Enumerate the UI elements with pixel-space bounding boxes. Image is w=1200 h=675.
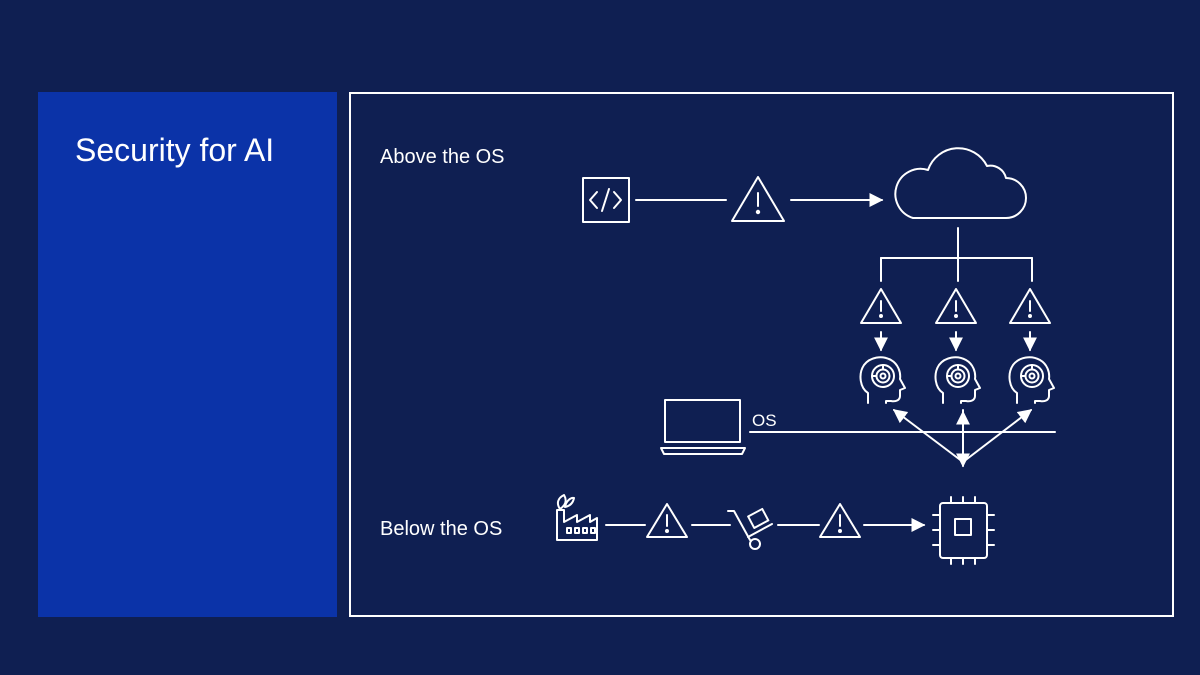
hand-truck-icon	[727, 507, 773, 550]
cloud-icon	[894, 147, 1027, 219]
os-label: OS	[752, 411, 777, 430]
chip-to-head-arrow	[892, 409, 964, 463]
chip-to-head-arrow	[962, 409, 1033, 463]
ai-head-icon	[859, 356, 906, 404]
warning-icon	[819, 503, 861, 538]
below-os-label: Below the OS	[380, 518, 503, 540]
warning-icon	[731, 176, 785, 222]
warning-icon	[935, 288, 977, 324]
warning-icon	[646, 503, 688, 538]
factory-icon	[556, 494, 598, 541]
code-icon	[582, 177, 630, 223]
above-os-label: Above the OS	[380, 146, 505, 168]
title-panel: Security for AI	[38, 92, 337, 617]
warning-icon	[1009, 288, 1051, 324]
ai-head-icon	[934, 356, 981, 404]
slide-title: Security for AI	[75, 132, 275, 168]
chip-icon	[932, 496, 995, 565]
laptop-icon	[660, 399, 746, 455]
ai-head-icon	[1008, 356, 1055, 404]
warning-icon	[860, 288, 902, 324]
diagram-frame	[349, 92, 1174, 617]
